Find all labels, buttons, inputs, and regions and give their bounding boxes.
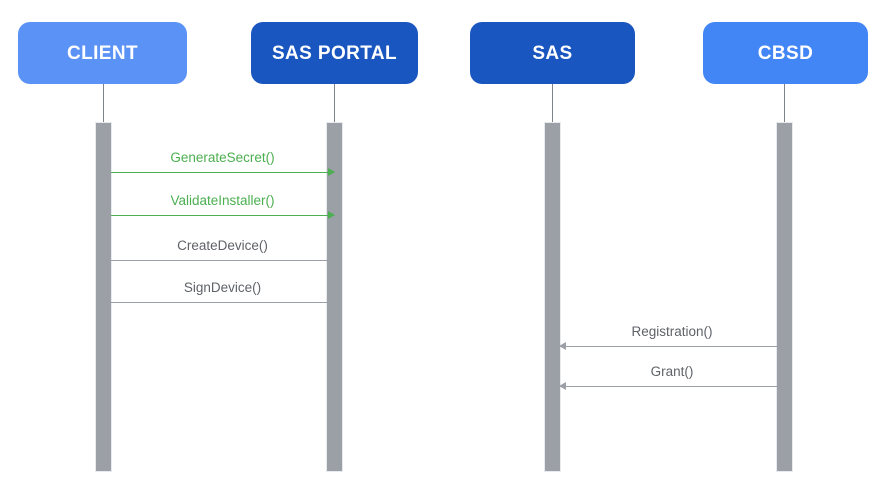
arrowhead-right-icon (328, 168, 335, 176)
participant-box-sas-portal[interactable]: SAS PORTAL (251, 22, 418, 84)
participant-label-cbsd: CBSD (757, 42, 814, 64)
message-label-sign-device: SignDevice() (183, 280, 262, 296)
participant-box-sas[interactable]: SAS (470, 22, 635, 84)
participant-label-sas: SAS (532, 42, 573, 64)
arrowhead-left-icon (559, 342, 566, 350)
participant-label-sas-portal: SAS PORTAL (271, 42, 398, 64)
arrowhead-left-icon (559, 382, 566, 390)
activation-bar-sas (544, 122, 561, 472)
message-line-generate-secret (111, 172, 334, 173)
participant-box-cbsd[interactable]: CBSD (703, 22, 868, 84)
activation-bar-cbsd (776, 122, 793, 472)
message-line-create-device (111, 260, 334, 261)
message-label-generate-secret: GenerateSecret() (170, 150, 275, 166)
participant-label-client: CLIENT (66, 42, 138, 64)
lifeline-stem-sas-portal (334, 84, 335, 122)
message-line-sign-device (111, 302, 334, 303)
lifeline-stem-cbsd (784, 84, 785, 122)
activation-bar-client (95, 122, 112, 472)
lifeline-stem-client (103, 84, 104, 122)
arrowhead-right-icon (328, 256, 335, 264)
participant-box-client[interactable]: CLIENT (18, 22, 187, 84)
message-label-create-device: CreateDevice() (177, 238, 268, 254)
message-label-validate-installer: ValidateInstaller() (170, 193, 275, 209)
arrowhead-right-icon (328, 298, 335, 306)
arrowhead-right-icon (328, 211, 335, 219)
message-label-grant: Grant() (650, 364, 694, 380)
lifeline-stem-sas (552, 84, 553, 122)
message-line-validate-installer (111, 215, 334, 216)
message-line-registration (560, 346, 784, 347)
activation-bar-sas-portal (326, 122, 343, 472)
message-line-grant (560, 386, 784, 387)
message-label-registration: Registration() (631, 324, 713, 340)
